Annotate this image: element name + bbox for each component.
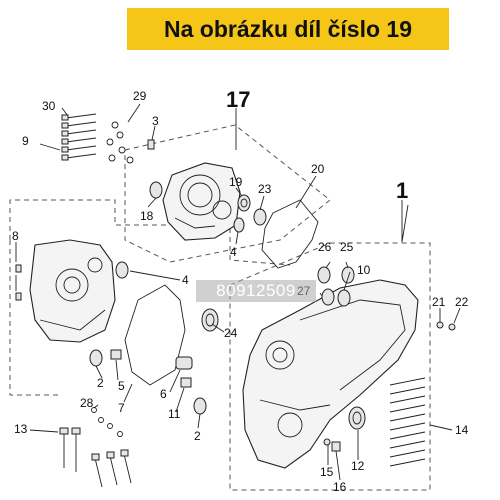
part-2-bearing-left: [89, 349, 103, 367]
callout-15: 15: [320, 465, 334, 479]
callout-18: 18: [140, 209, 154, 223]
group-outline-left-bottom: [9, 240, 60, 396]
leader-lines: [15, 103, 461, 481]
callout-25: 25: [340, 240, 354, 254]
part-26-bearing: [317, 266, 331, 284]
part-14-bolts: [389, 377, 426, 467]
callout-10: 10: [357, 263, 371, 277]
part-20-gasket: [261, 199, 319, 269]
watermark-text: 80912509: [216, 281, 296, 300]
callout-29: 29: [133, 89, 147, 103]
callout-24: 24: [224, 326, 238, 340]
callout-1: 1: [396, 178, 408, 203]
part-10-seal: [337, 289, 351, 307]
callout-17: 17: [226, 87, 250, 112]
part-21-dowel: [436, 321, 444, 329]
part-30-bolts: [61, 113, 97, 161]
part-17-cover: [162, 162, 241, 241]
callout-13: 13: [14, 422, 28, 436]
callout-11: 11: [168, 407, 181, 421]
callout-8: 8: [12, 229, 19, 243]
part-27-bearing: [321, 288, 335, 306]
part-25-bearing: [341, 266, 355, 284]
callout-28: 28: [80, 396, 94, 410]
part-28-orings: [91, 407, 123, 437]
callout-22: 22: [455, 295, 469, 309]
part-23-bearing: [253, 208, 267, 226]
callout-12: 12: [351, 459, 365, 473]
part-8-dowels: [15, 264, 22, 301]
part-29-washers: [106, 121, 134, 164]
callout-30: 30: [42, 99, 56, 113]
group-outline-main: [229, 242, 431, 491]
callout-9: 9: [22, 134, 29, 148]
callout-4-left: 4: [182, 273, 189, 287]
group-outline-left: [9, 199, 291, 266]
watermark: 80912509: [196, 280, 316, 302]
part-2-bearing-right: [193, 397, 207, 415]
part-number-banner: Na obrázku díl číslo 19: [127, 8, 449, 50]
part-6-sleeve: [175, 356, 193, 370]
main-crankcase: [242, 279, 419, 469]
part-13-bolts: [59, 427, 132, 488]
callout-16: 16: [333, 480, 347, 494]
callout-20: 20: [311, 162, 325, 176]
part-19-seal: [237, 194, 251, 212]
part-16-plug: [331, 441, 341, 452]
part-7-gasket: [124, 284, 186, 386]
part-24-seal: [201, 308, 219, 332]
part-3-pin: [147, 139, 155, 150]
callout-21: 21: [432, 295, 446, 309]
part-11-sleeve: [180, 377, 192, 388]
callout-14: 14: [455, 423, 469, 437]
part-22-dowel: [448, 323, 456, 331]
callout-2-right: 2: [194, 429, 201, 443]
banner-text: Na obrázku díl číslo 19: [164, 15, 412, 42]
part-4-seal-upper: [233, 217, 245, 233]
part-12-seal: [348, 406, 366, 430]
callout-7: 7: [118, 401, 125, 415]
part-5-bushing: [110, 349, 122, 360]
callout-19: 19: [229, 175, 243, 189]
part-15-pin: [323, 438, 331, 446]
group-outline-cover: [124, 124, 331, 263]
left-crankcase-half: [29, 239, 116, 343]
part-18-seal: [149, 181, 163, 199]
part-4-seal-left: [115, 261, 129, 279]
callout-2-left: 2: [97, 376, 104, 390]
callout-6: 6: [160, 387, 167, 401]
callout-5: 5: [118, 379, 125, 393]
callout-4-upper: 4: [230, 245, 237, 259]
callout-23: 23: [258, 182, 272, 196]
callout-3: 3: [152, 114, 159, 128]
callout-26: 26: [318, 240, 332, 254]
